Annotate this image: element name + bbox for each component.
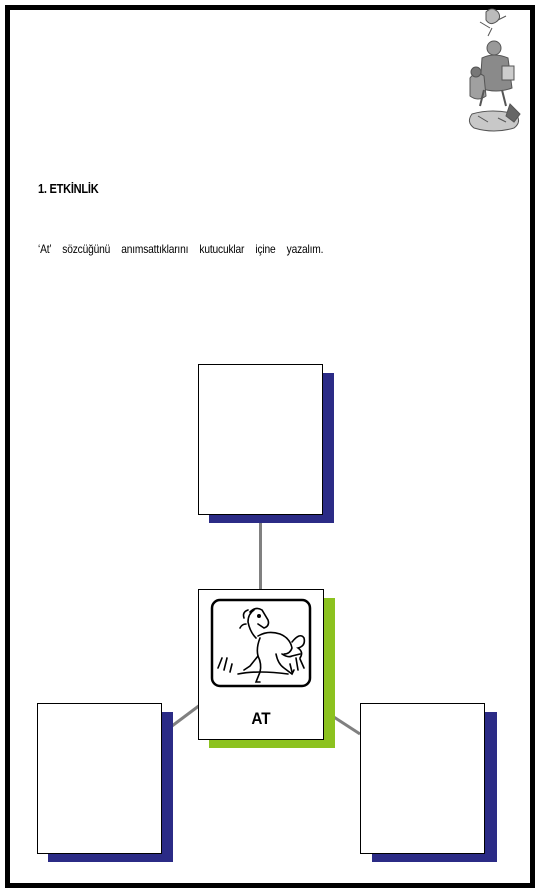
center-word: AT — [251, 709, 271, 728]
answer-box-bottom-left[interactable] — [37, 703, 162, 854]
connector-top — [259, 515, 262, 592]
children-reading-illustration-icon — [468, 8, 521, 132]
activity-instruction: ‘At’ sözcüğünü anımsattıklarını kutucukl… — [38, 242, 324, 256]
answer-box-bottom-right[interactable] — [360, 703, 485, 854]
center-box: AT — [198, 589, 324, 740]
horse-icon — [210, 598, 312, 688]
activity-title: 1. ETKİNLİK — [38, 181, 99, 196]
answer-box-top[interactable] — [198, 364, 323, 515]
